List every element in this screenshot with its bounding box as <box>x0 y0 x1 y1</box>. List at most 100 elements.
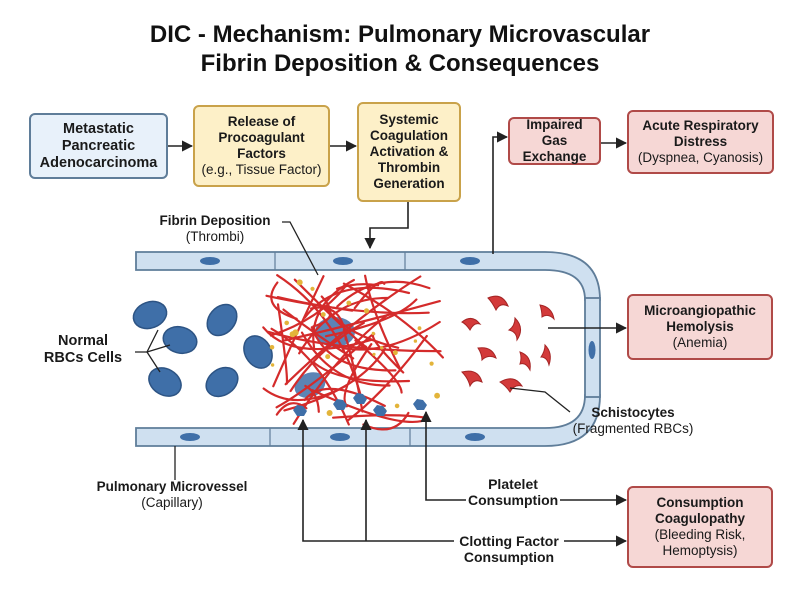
platelet <box>326 410 333 416</box>
platelet <box>284 320 290 326</box>
platelet <box>346 300 352 306</box>
endothelial-nucleus <box>200 257 220 265</box>
box-subtext: (Anemia) <box>672 335 728 350</box>
box-line: Metastatic <box>63 120 134 137</box>
box-line: Acute Respiratory <box>642 118 759 133</box>
box-line: Consumption <box>656 495 744 510</box>
label-main: Fibrin Deposition <box>159 213 271 228</box>
procoagulant-release-box: Release of Procoagulant Factors (e.g., T… <box>193 105 330 187</box>
platelet <box>296 279 303 286</box>
leader-line-rbc <box>146 351 161 373</box>
leader-line-schistocytes <box>509 387 571 413</box>
rbc <box>206 303 238 337</box>
arrow <box>492 131 509 254</box>
fibrin-strand <box>276 303 289 385</box>
fibrin-strand <box>304 384 320 413</box>
box-line: Procoagulant <box>218 130 305 145</box>
systemic-coagulation-box: Systemic Coagulation Activation & Thromb… <box>357 102 461 202</box>
microangiopathic-hemolysis-box: Microangiopathic Hemolysis (Anemia) <box>627 294 773 360</box>
leader-line-rbc <box>146 344 171 353</box>
rbc <box>243 335 273 369</box>
box-line: Distress <box>673 134 728 149</box>
consumption-coagulopathy-box: Consumption Coagulopathy (Bleeding Risk,… <box>627 486 773 568</box>
box-line: Coagulopathy <box>655 511 745 526</box>
fibrin-strand <box>312 295 332 328</box>
schistocytes <box>461 295 555 393</box>
endothelial-nucleus <box>330 433 350 441</box>
box-line: Release of <box>227 114 296 129</box>
platelet <box>363 308 370 314</box>
rbc <box>132 300 168 330</box>
box-subtext: (e.g., Tissue Factor) <box>201 162 322 177</box>
label-main: Pulmonary Microvessel <box>96 479 248 494</box>
schistocyte <box>499 378 524 393</box>
box-line: Generation <box>373 176 445 191</box>
box-line: Adenocarcinoma <box>39 154 158 171</box>
fibrin-strand <box>267 330 442 353</box>
endothelial-nucleus <box>180 433 200 441</box>
fibrin-strand <box>312 361 411 383</box>
platelet <box>417 326 422 331</box>
box-line: Activation & <box>369 144 449 159</box>
box-subtext: (Bleeding Risk, <box>654 527 746 542</box>
box-line: Pancreatic <box>61 137 136 154</box>
platelet <box>270 363 275 367</box>
label-line: Normal <box>58 333 108 349</box>
fibrin-strand <box>270 281 298 320</box>
platelet <box>394 403 400 409</box>
acute-respiratory-distress-box: Acute Respiratory Distress (Dyspnea, Cya… <box>627 110 774 174</box>
rbc <box>162 325 198 355</box>
platelet <box>310 286 315 291</box>
box-subtext: Hemoptysis) <box>662 543 738 558</box>
arrow <box>420 410 466 501</box>
arrow <box>364 201 409 250</box>
label-sub: (Fragmented RBCs) <box>572 421 694 436</box>
box-line: Exchange <box>522 149 587 164</box>
label-sub: (Capillary) <box>141 495 203 510</box>
activated-platelet <box>333 399 347 410</box>
endothelial-nucleus <box>588 341 596 359</box>
platelet <box>429 361 434 366</box>
impaired-gas-exchange-box: Impaired Gas Exchange <box>508 117 601 165</box>
box-line: Factors <box>237 146 286 161</box>
schistocyte <box>461 370 483 388</box>
activated-platelet <box>373 405 387 416</box>
platelet <box>320 312 326 317</box>
box-line: Impaired Gas <box>526 117 583 148</box>
activated-platelet <box>353 393 367 404</box>
fibrin-strand <box>275 402 308 416</box>
schistocyte <box>539 304 555 321</box>
fibrin-strand <box>284 275 422 386</box>
box-line: Thrombin <box>377 160 441 175</box>
label-sub: (Thrombi) <box>185 229 245 244</box>
schistocyte <box>477 347 497 362</box>
platelets <box>269 279 440 416</box>
normal-rbc-label: Normal RBCs Cells <box>28 333 138 367</box>
fibrin-strand <box>298 296 389 355</box>
title-line-1: DIC - Mechanism: Pulmonary Microvascular <box>149 21 651 48</box>
label-main: Schistocytes <box>591 405 675 420</box>
fibrin-strand <box>342 282 444 359</box>
fibrin-strand <box>262 326 373 351</box>
platelet <box>292 329 299 336</box>
platelet <box>393 350 398 356</box>
schistocyte <box>487 295 509 312</box>
fibrin-strand <box>283 300 441 342</box>
fibrin-deposition-label: Fibrin Deposition (Thrombi) <box>148 213 282 245</box>
connectors <box>168 131 628 547</box>
platelet <box>371 331 375 336</box>
metastatic-pancreatic-box: Metastatic Pancreatic Adenocarcinoma <box>29 113 168 179</box>
box-line: Microangiopathic <box>644 303 756 318</box>
schistocyte <box>507 316 521 342</box>
platelet <box>434 392 440 399</box>
arrow <box>297 418 454 542</box>
leader-lines <box>135 221 571 480</box>
endothelial-nucleus <box>465 433 485 441</box>
activated-platelet <box>293 405 307 416</box>
fibrin-strand <box>303 286 411 319</box>
fibrin-strand <box>346 334 428 422</box>
schistocyte <box>519 351 531 372</box>
schistocyte <box>540 343 551 367</box>
clotting-factor-consumption-label: Clotting Factor Consumption <box>454 533 564 565</box>
diagram-title: DIC - Mechanism: Pulmonary Microvascular… <box>0 20 800 78</box>
